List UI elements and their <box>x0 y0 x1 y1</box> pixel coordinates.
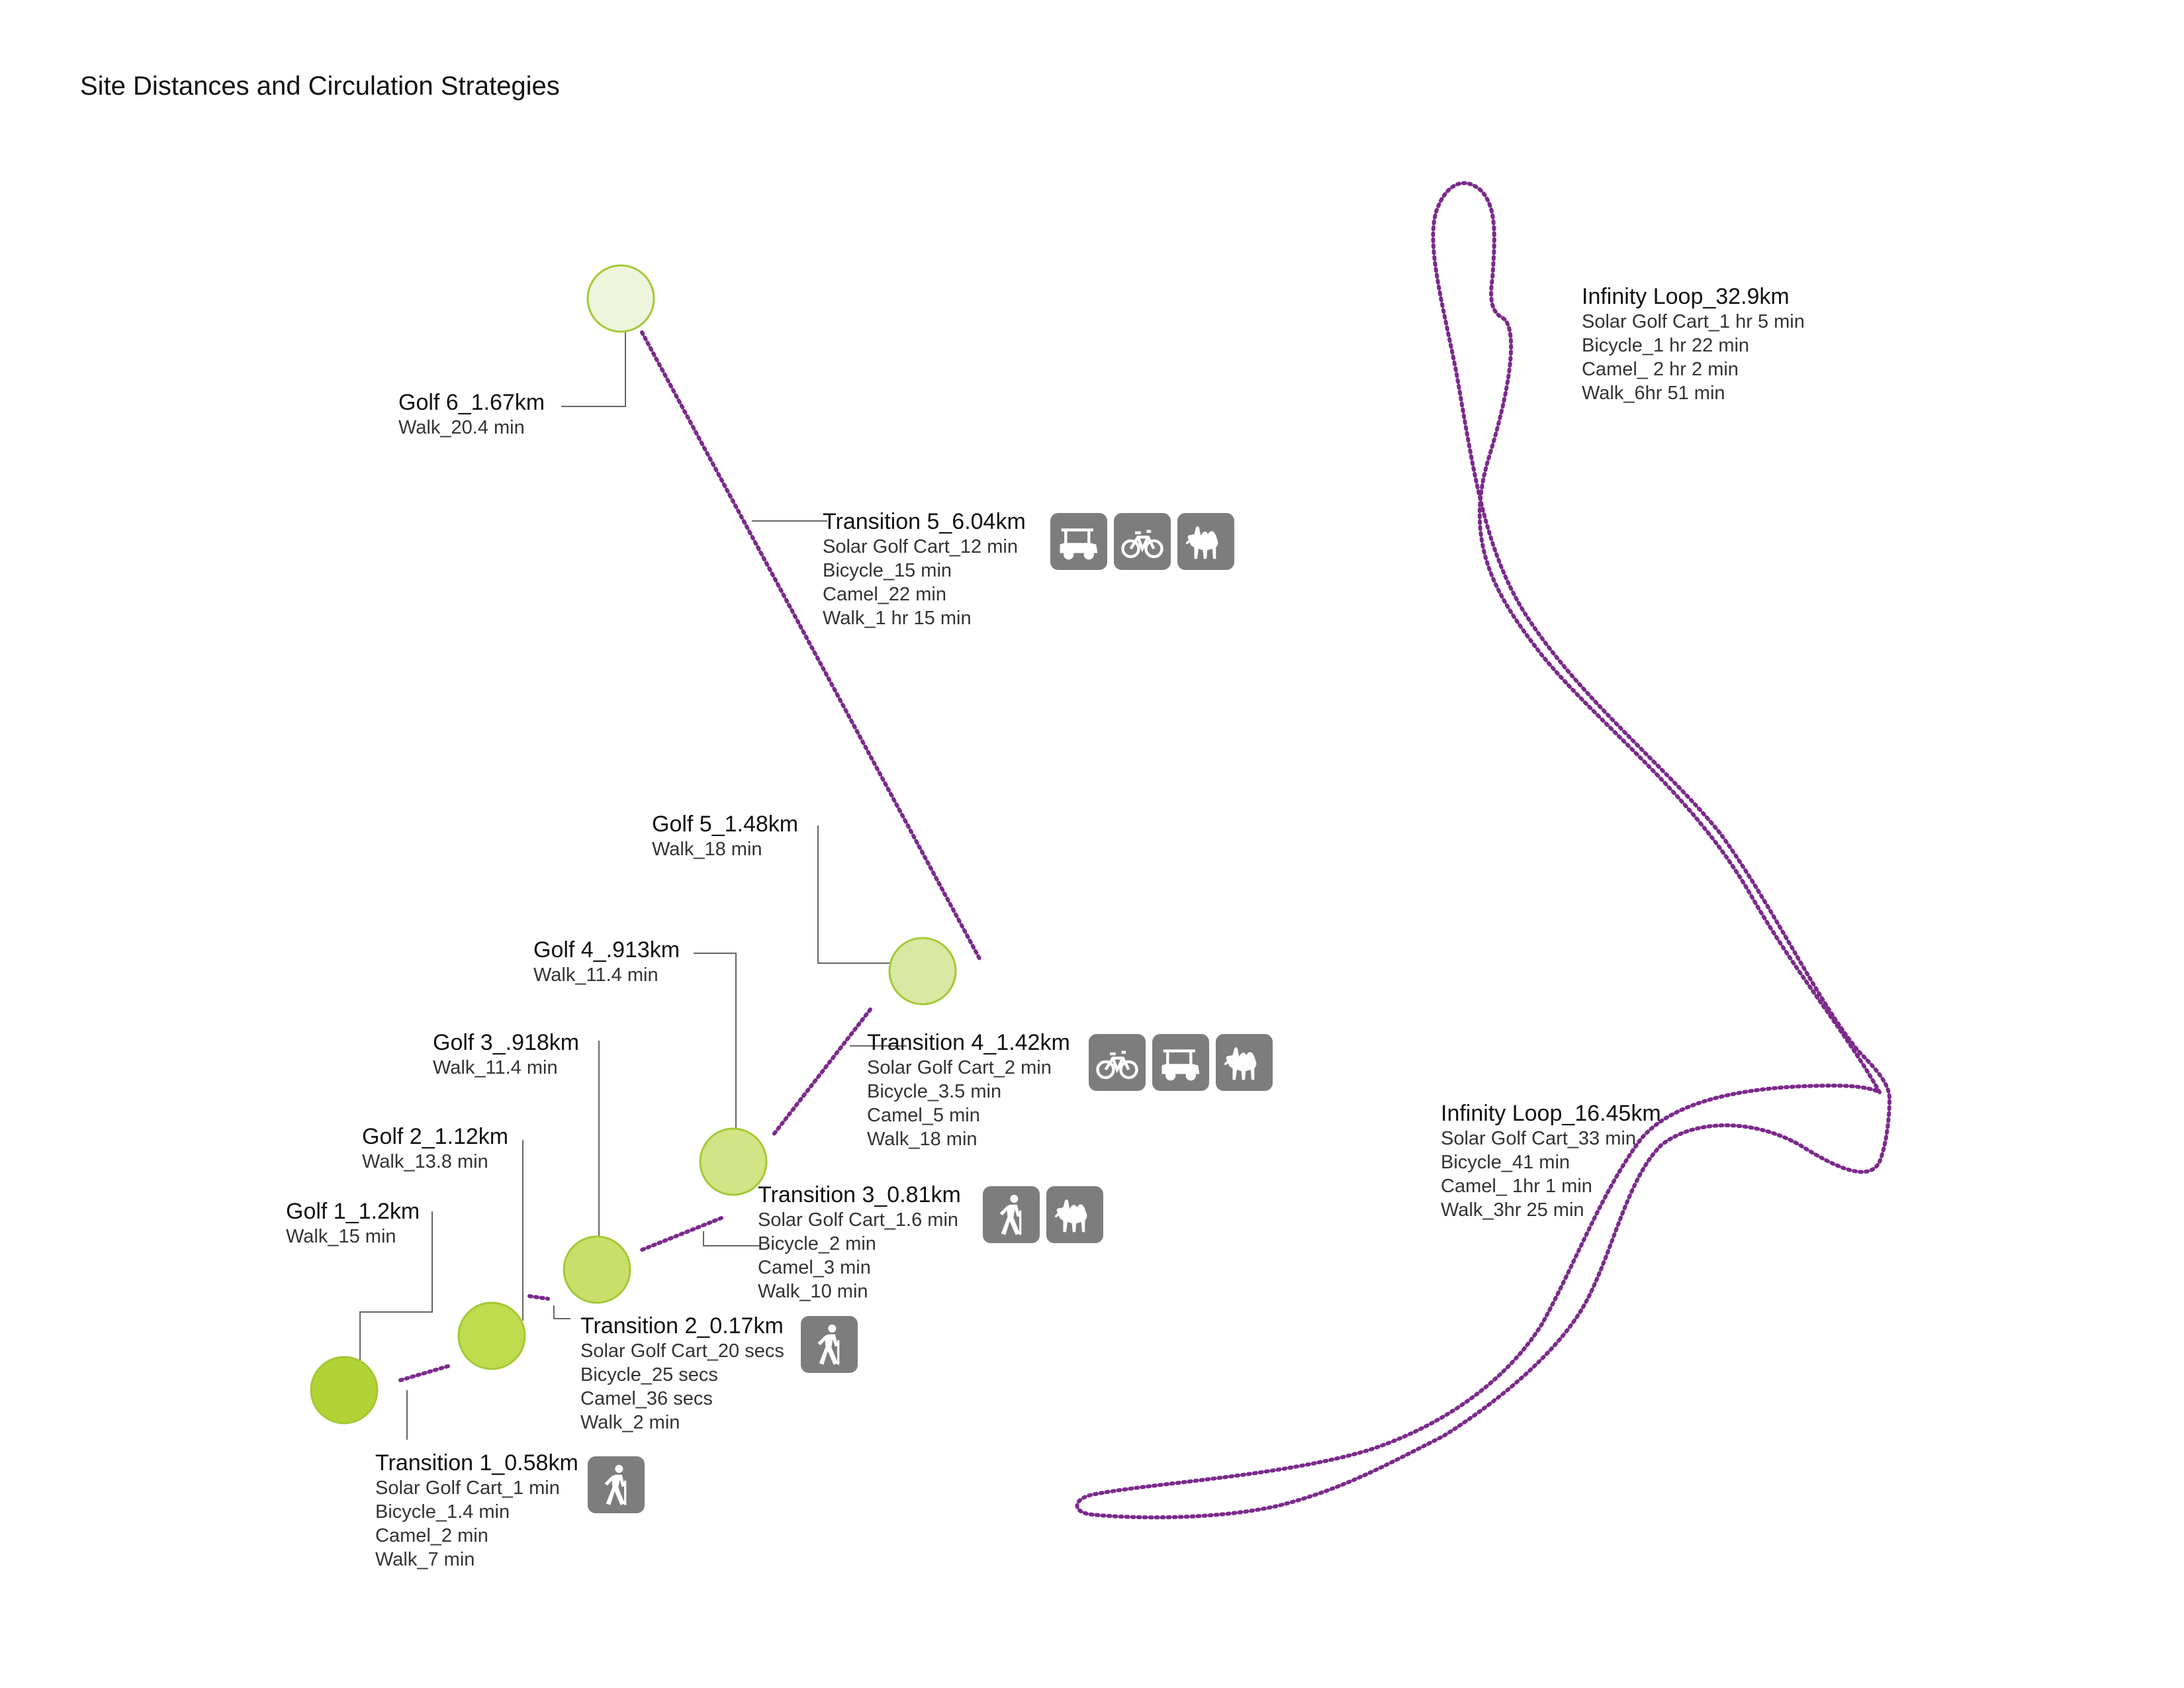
transition-3-bicycle: Bicycle_2 min <box>758 1233 876 1254</box>
infinity-loop-32-label: Infinity Loop_32.9km Solar Golf Cart_1 h… <box>1582 283 1805 405</box>
golf-cart-icon <box>1152 1034 1209 1091</box>
golf-6-label: Golf 6_1.67km Walk_20.4 min <box>398 389 545 440</box>
camel-icon <box>1216 1034 1273 1091</box>
golf-6-leader <box>561 331 626 407</box>
infinity-loop-16-walk: Walk_3hr 25 min <box>1441 1199 1584 1221</box>
infinity-loop-16-bicycle: Bicycle_41 min <box>1441 1152 1570 1173</box>
transition-5-walk: Walk_1 hr 15 min <box>823 608 972 629</box>
golf-1-name: Golf 1_1.2km <box>286 1199 420 1224</box>
golf-4-label: Golf 4_.913km Walk_11.4 min <box>533 937 680 987</box>
golf-5-walk: Walk_18 min <box>652 839 762 860</box>
walk-icon <box>983 1186 1040 1243</box>
infinity-loop-16-name: Infinity Loop_16.45km <box>1441 1101 1661 1126</box>
transition-3-path <box>640 1216 723 1252</box>
transition-3-name: Transition 3_0.81km <box>758 1182 961 1207</box>
transition-2-leader <box>553 1305 570 1319</box>
infinity-loop-16-label: Infinity Loop_16.45km Solar Golf Cart_33… <box>1441 1100 1661 1222</box>
infinity-loop-32-bicycle: Bicycle_1 hr 22 min <box>1582 335 1750 356</box>
infinity-loop-path <box>1075 181 1892 1520</box>
golf-6-name: Golf 6_1.67km <box>398 390 545 415</box>
golf-4-walk: Walk_11.4 min <box>533 964 659 986</box>
transition-2-cart: Solar Golf Cart_20 secs <box>580 1340 784 1362</box>
transition-2-icons <box>801 1316 858 1373</box>
golf-3-label: Golf 3_.918km Walk_11.4 min <box>433 1029 579 1080</box>
golf-2-label: Golf 2_1.12km Walk_13.8 min <box>362 1123 508 1174</box>
infinity-loop-32-camel: Camel_ 2 hr 2 min <box>1582 359 1739 380</box>
transition-1-label: Transition 1_0.58km Solar Golf Cart_1 mi… <box>375 1450 578 1571</box>
transition-5-label: Transition 5_6.04km Solar Golf Cart_12 m… <box>823 508 1026 630</box>
bicycle-icon <box>1114 513 1171 570</box>
transition-4-cart: Solar Golf Cart_2 min <box>867 1057 1052 1078</box>
transition-5-camel: Camel_22 min <box>823 584 946 605</box>
transition-1-bicycle: Bicycle_1.4 min <box>375 1501 510 1523</box>
golf-3-walk: Walk_11.4 min <box>433 1057 558 1078</box>
golf-4-circle <box>699 1127 768 1196</box>
transition-4-icons <box>1089 1034 1273 1091</box>
infinity-loop-32-walk: Walk_6hr 51 min <box>1582 383 1725 404</box>
golf-cart-icon <box>1050 513 1107 570</box>
transition-3-walk: Walk_10 min <box>758 1281 868 1302</box>
bicycle-icon <box>1089 1034 1146 1091</box>
transition-2-name: Transition 2_0.17km <box>580 1313 784 1338</box>
golf-4-leader <box>694 953 737 1129</box>
transition-5-path <box>640 330 981 961</box>
transition-5-cart: Solar Golf Cart_12 min <box>823 536 1018 557</box>
transition-4-bicycle: Bicycle_3.5 min <box>867 1081 1002 1102</box>
transition-3-camel: Camel_3 min <box>758 1257 871 1278</box>
golf-2-circle <box>457 1301 526 1370</box>
infinity-loop-32-name: Infinity Loop_32.9km <box>1582 284 1790 309</box>
transition-3-leader <box>703 1231 761 1246</box>
transition-4-walk: Walk_18 min <box>867 1129 978 1150</box>
transition-3-icons <box>983 1186 1103 1243</box>
transition-2-camel: Camel_36 secs <box>580 1388 713 1409</box>
transition-2-bicycle: Bicycle_25 secs <box>580 1364 718 1385</box>
golf-2-walk: Walk_13.8 min <box>362 1151 488 1172</box>
golf-5-circle <box>888 937 957 1006</box>
golf-6-walk: Walk_20.4 min <box>398 417 525 438</box>
golf-4-name: Golf 4_.913km <box>533 937 680 962</box>
infinity-loop-16-cart: Solar Golf Cart_33 min <box>1441 1128 1636 1149</box>
golf-1-leader <box>359 1211 433 1360</box>
golf-2-name: Golf 2_1.12km <box>362 1124 509 1149</box>
transition-4-camel: Camel_5 min <box>867 1105 980 1126</box>
transition-5-bicycle: Bicycle_15 min <box>823 560 952 581</box>
walk-icon <box>588 1456 645 1513</box>
leader-lines <box>359 331 907 1440</box>
walk-icon <box>801 1316 858 1373</box>
transition-3-label: Transition 3_0.81km Solar Golf Cart_1.6 … <box>758 1182 961 1303</box>
golf-3-name: Golf 3_.918km <box>433 1030 580 1055</box>
transition-4-path <box>771 1008 872 1137</box>
infinity-loop-16-camel: Camel_ 1hr 1 min <box>1441 1176 1592 1197</box>
golf-3-circle <box>563 1235 631 1304</box>
golf-5-label: Golf 5_1.48km Walk_18 min <box>652 811 798 861</box>
golf-5-leader <box>817 825 892 964</box>
transition-2-path <box>527 1294 550 1301</box>
golf-5-name: Golf 5_1.48km <box>652 812 799 837</box>
transition-1-icons <box>588 1456 645 1513</box>
transition-5-name: Transition 5_6.04km <box>823 509 1026 534</box>
transition-1-path <box>398 1364 452 1382</box>
transition-1-walk: Walk_7 min <box>375 1549 475 1570</box>
transition-4-name: Transition 4_1.42km <box>867 1030 1070 1055</box>
golf-1-label: Golf 1_1.2km Walk_15 min <box>286 1198 420 1248</box>
camel-icon <box>1046 1186 1103 1243</box>
golf-1-circle <box>310 1356 379 1425</box>
infinity-loop-32-cart: Solar Golf Cart_1 hr 5 min <box>1582 311 1805 332</box>
golf-6-circle <box>586 264 655 333</box>
transition-1-camel: Camel_2 min <box>375 1525 488 1546</box>
golf-1-walk: Walk_15 min <box>286 1226 396 1247</box>
transition-1-cart: Solar Golf Cart_1 min <box>375 1477 560 1499</box>
page-title: Site Distances and Circulation Strategie… <box>80 71 560 101</box>
transition-4-label: Transition 4_1.42km Solar Golf Cart_2 mi… <box>867 1029 1070 1151</box>
camel-icon <box>1177 513 1234 570</box>
transition-2-walk: Walk_2 min <box>580 1412 680 1433</box>
transition-2-label: Transition 2_0.17km Solar Golf Cart_20 s… <box>580 1313 784 1434</box>
transition-5-icons <box>1050 513 1234 570</box>
transition-1-name: Transition 1_0.58km <box>375 1450 578 1476</box>
transition-3-cart: Solar Golf Cart_1.6 min <box>758 1209 959 1231</box>
